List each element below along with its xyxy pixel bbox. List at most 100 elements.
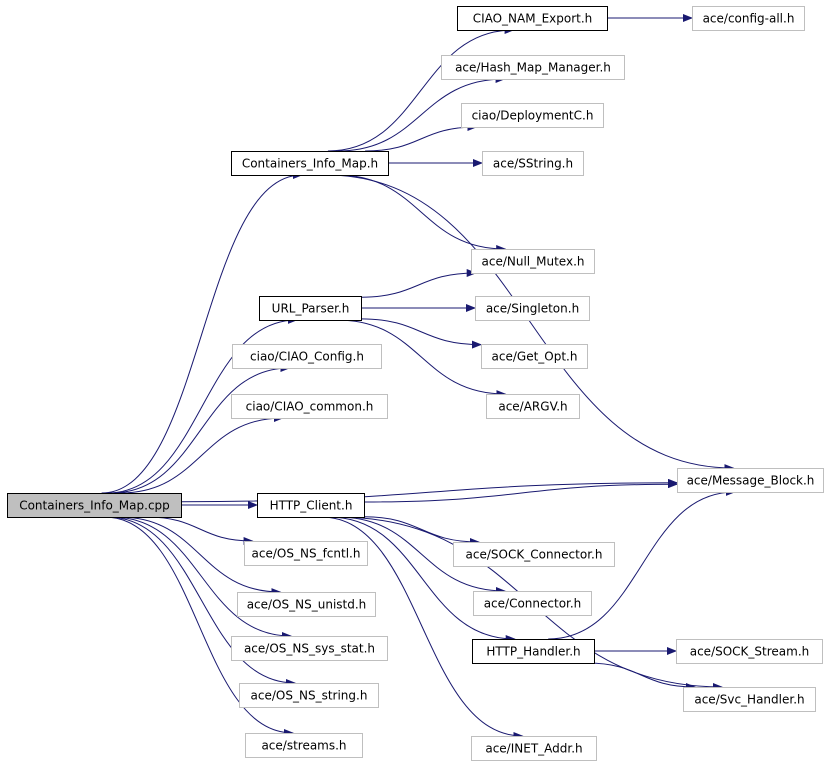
node-box [453, 542, 615, 567]
node-box [237, 592, 376, 617]
node-sock-connector[interactable]: ace/SOCK_Connector.h [453, 542, 615, 567]
node-cim-h[interactable]: Containers_Info_Map.h [231, 151, 389, 176]
edge-http_handler-to-message_block [548, 488, 736, 640]
node-deploymentc[interactable]: ciao/DeploymentC.h [461, 103, 604, 128]
node-root: Containers_Info_Map.cpp [7, 493, 182, 518]
node-label: ace/Singleton.h [486, 302, 579, 316]
node-box [457, 6, 608, 31]
edge-cim_h-to-null_mutex [336, 174, 507, 253]
edge-http_handler-to-svc_handler [586, 662, 696, 691]
node-label: ace/OS_NS_sys_stat.h [244, 642, 375, 656]
node-get-opt[interactable]: ace/Get_Opt.h [481, 344, 588, 369]
node-box [692, 6, 805, 31]
node-os-fcntl[interactable]: ace/OS_NS_fcntl.h [244, 541, 368, 566]
edge-url_parser-to-argv [337, 319, 507, 398]
node-box [461, 103, 604, 128]
node-label: CIAO_NAM_Export.h [473, 12, 593, 26]
node-box [231, 394, 388, 419]
node-label: ace/INET_Addr.h [485, 742, 582, 756]
node-box [245, 733, 363, 758]
edge-root-to-os_string [107, 516, 296, 687]
node-label: HTTP_Handler.h [486, 645, 580, 659]
edge-root-to-ciao_config [111, 364, 291, 494]
node-http-handler[interactable]: HTTP_Handler.h [472, 639, 595, 664]
node-box [473, 591, 592, 616]
edge-root-to-streams [104, 516, 294, 737]
edge-http_client-to-sock_connector [363, 516, 480, 546]
node-label: ace/streams.h [261, 739, 346, 753]
node-label: ace/Message_Block.h [687, 474, 815, 488]
edge-http_client-to-connector [337, 516, 506, 595]
node-sstring[interactable]: ace/SString.h [482, 151, 584, 176]
node-box [683, 687, 816, 712]
node-box [231, 151, 389, 176]
node-box [471, 249, 595, 274]
node-label: URL_Parser.h [272, 302, 350, 316]
node-label: ace/config-all.h [703, 12, 795, 26]
node-url-parser[interactable]: URL_Parser.h [259, 296, 362, 321]
node-svc-handler[interactable]: ace/Svc_Handler.h [683, 687, 816, 712]
node-label: ace/Null_Mutex.h [482, 255, 585, 269]
edge-http_client-to-message_block [363, 480, 678, 503]
node-hash-map[interactable]: ace/Hash_Map_Manager.h [441, 55, 625, 80]
node-label: ace/Connector.h [484, 597, 582, 611]
node-label: ace/OS_NS_string.h [251, 689, 368, 703]
node-box [441, 55, 625, 80]
node-os-string[interactable]: ace/OS_NS_string.h [239, 683, 379, 708]
node-box [471, 736, 597, 761]
node-singleton[interactable]: ace/Singleton.h [475, 296, 590, 321]
edge-cim_h-to-hash_map [337, 75, 506, 152]
node-config-all[interactable]: ace/config-all.h [692, 6, 805, 31]
node-box [475, 296, 590, 321]
node-label: ace/OS_NS_unistd.h [247, 598, 367, 612]
node-box [231, 636, 388, 661]
node-box [257, 493, 365, 518]
edge-root-to-os_unistd [119, 516, 282, 596]
nodes-layer: Containers_Info_Map.cpp Containers_Info_M… [7, 6, 824, 761]
edge-cim_h-to-ciao_nam [327, 26, 515, 152]
edge-root-to-url_parser [107, 316, 298, 494]
node-http-client[interactable]: HTTP_Client.h [257, 493, 365, 518]
node-label: Containers_Info_Map.h [242, 157, 378, 171]
node-ciao-nam[interactable]: CIAO_NAM_Export.h [457, 6, 608, 31]
node-os-unistd[interactable]: ace/OS_NS_unistd.h [237, 592, 376, 617]
node-label: ace/Get_Opt.h [492, 350, 578, 364]
node-box [481, 344, 588, 369]
node-inet-addr[interactable]: ace/INET_Addr.h [471, 736, 597, 761]
edge-root-to-cim_h [101, 171, 303, 494]
edge-cim_h-to-deploymentc [365, 123, 478, 152]
node-box [239, 683, 379, 708]
edge-root-to-ciao_common [120, 414, 284, 494]
node-label: ace/Hash_Map_Manager.h [455, 61, 611, 75]
node-box [472, 639, 595, 664]
node-label: ace/SString.h [493, 157, 573, 171]
node-label: ciao/CIAO_Config.h [250, 350, 364, 364]
node-box [244, 541, 368, 566]
node-os-sys-stat[interactable]: ace/OS_NS_sys_stat.h [231, 636, 388, 661]
node-label: ace/SOCK_Stream.h [690, 645, 810, 659]
node-sock-stream[interactable]: ace/SOCK_Stream.h [676, 639, 823, 664]
node-box [482, 151, 584, 176]
node-ciao-common[interactable]: ciao/CIAO_common.h [231, 394, 388, 419]
node-box [486, 394, 580, 419]
edge-url_parser-to-null_mutex [360, 269, 477, 298]
node-ciao-config[interactable]: ciao/CIAO_Config.h [232, 344, 382, 369]
node-label: ace/Svc_Handler.h [694, 693, 804, 707]
node-box [7, 493, 182, 518]
edge-http_client-to-inet_addr [321, 516, 524, 740]
node-box [676, 639, 823, 664]
edge-root-to-os_sys_stat [111, 516, 292, 640]
node-connector[interactable]: ace/Connector.h [473, 591, 592, 616]
node-box [232, 344, 382, 369]
node-label: ace/SOCK_Connector.h [466, 548, 603, 562]
edge-http_client-to-http_handler [328, 516, 516, 643]
node-label: ace/ARGV.h [498, 400, 567, 414]
node-null-mutex[interactable]: ace/Null_Mutex.h [471, 249, 595, 274]
node-streams[interactable]: ace/streams.h [245, 733, 363, 758]
edge-cim_h-to-message_block [326, 174, 735, 472]
node-argv[interactable]: ace/ARGV.h [486, 394, 580, 419]
node-label: ace/OS_NS_fcntl.h [252, 547, 361, 561]
node-message-block[interactable]: ace/Message_Block.h [677, 468, 824, 493]
edge-root-to-os_fcntl [146, 516, 254, 545]
